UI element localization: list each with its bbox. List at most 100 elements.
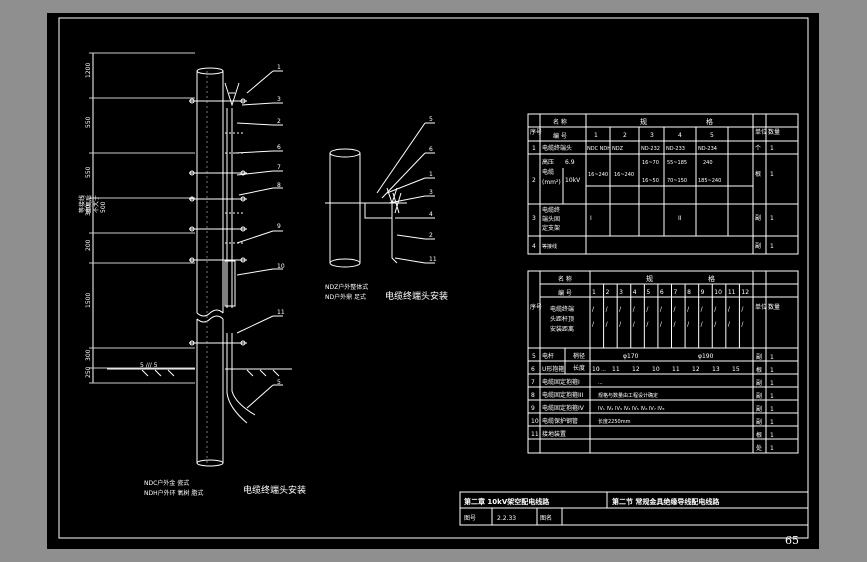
t2-unit-1: 根 [756, 366, 762, 374]
callout-left-5: 5 [277, 379, 281, 386]
mid-pole-bottom [329, 258, 361, 268]
t1-head-model: 编 号 [553, 132, 567, 140]
dim-note: 距离后 [85, 195, 93, 213]
leader-mid-1 [386, 177, 426, 194]
t2-spec-col-1: 1 [592, 289, 596, 296]
callout-left-11: 11 [277, 309, 285, 316]
t1-r2-name-c: (mm²) [542, 179, 561, 186]
t1-head-unit: 单位 [755, 128, 767, 136]
t2-r11-name: 接地装置 [542, 430, 566, 438]
t1-head-name: 名 称 [553, 118, 567, 126]
t2-r0-slash2-6: / [674, 321, 677, 328]
callout-mid-1: 1 [429, 171, 433, 178]
callout-left-9: 9 [277, 223, 281, 230]
t1-r2-sub1: 10kV [565, 177, 581, 184]
caption-line-1: NDC户外金 瓷式 [144, 479, 189, 487]
t1-r3-unit: 副 [755, 214, 761, 222]
mid-pole-top [329, 148, 361, 158]
t2-r8-name: 电缆固定抱箍III [542, 391, 584, 399]
t2-head-spec: 规 [646, 274, 653, 283]
pole-lower [196, 319, 224, 463]
t2-r0-slash2-8: / [701, 321, 704, 328]
t2-qty-2: 1 [770, 380, 774, 387]
table2-frame [527, 270, 799, 454]
leader-left-9 [236, 230, 274, 244]
inner-border [58, 17, 809, 539]
t1-r4-qty: 1 [770, 243, 774, 250]
pole-break-lower [196, 315, 224, 323]
hatch-0 [141, 369, 149, 377]
t1-head-spec2: 格 [706, 117, 713, 126]
t2-qty-3: 1 [770, 393, 774, 400]
tb-figno-label: 图号 [464, 515, 476, 522]
bolt-3 [189, 226, 195, 232]
leader-mid-2 [396, 234, 426, 240]
t2-spec-col-2: 2 [606, 289, 610, 296]
t2-r0-slash-3: / [633, 306, 636, 313]
tb-chapter: 第二章 10kV架空配电线路 [464, 497, 550, 506]
t2-r0-name-2: 安装距离 [550, 325, 574, 333]
bolt-0 [189, 98, 195, 104]
t2-r5-len-6: 13 [712, 366, 720, 373]
t2-r6-name: U形抱箍 [542, 365, 564, 373]
t2-r0-slash-5: / [660, 306, 663, 313]
t2-spec-col-12: 12 [741, 289, 749, 296]
tb-section: 第二节 常规金具绝缘导线配电线路 [612, 497, 720, 506]
bolt-r-4 [240, 257, 246, 263]
t2-r5-len-0: 10 [592, 366, 600, 373]
callout-left-1: 1 [277, 64, 281, 71]
t1-r4-unit: 副 [755, 242, 761, 250]
t1-r4-name: 等接线 [542, 243, 557, 250]
t1-spec-col-5: 5 [710, 132, 714, 139]
t2-r0-slash2-11: / [741, 321, 744, 328]
tb-figname-label: 图名 [540, 514, 552, 522]
t2-r10-name: 电缆保护钢管 [542, 417, 578, 425]
t2-r0-slash-2: / [619, 306, 622, 313]
t1-r2-c2-1: 70~150 [667, 178, 687, 184]
t2-qty-7: 1 [770, 445, 774, 452]
t1-r1-no: 1 [532, 145, 536, 152]
t2-r10-no: 10 [531, 418, 539, 425]
t1-r2-c1-0: 16~70 [642, 160, 659, 166]
mid-caption-1: NDZ户外整体式 [325, 283, 368, 291]
t2-r11-no: 11 [531, 431, 539, 438]
t2-head-model: 编 号 [558, 289, 572, 297]
t2-spec-col-11: 11 [728, 289, 736, 296]
t2-r0-slash-0: / [592, 306, 595, 313]
t2-unit-2: 副 [756, 379, 762, 387]
bolt-4 [189, 257, 195, 263]
t1-r2-name-b: 电缆 [542, 168, 554, 176]
caption-line-2: NDH户外环 氧树 脂式 [144, 489, 203, 497]
t1-r2-merged2: 16~240 [614, 172, 634, 178]
t1-spec-col-1: 1 [594, 132, 598, 139]
t2-r0-slash-9: / [714, 306, 717, 313]
leader-mid-6 [381, 152, 426, 199]
pole-bottom [196, 459, 224, 467]
t1-r1-c1: NDZ [612, 146, 624, 152]
t1-r2-qty: 1 [770, 171, 774, 178]
t2-spec-col-8: 8 [687, 289, 691, 296]
t1-r3-name-0: 电缆终 [542, 206, 560, 214]
cad-drawing: 5 /// 512005505503002001500300250等接线距离后不… [58, 17, 809, 539]
t1-r3-name-1: 端头固 [542, 215, 560, 223]
leader-left-3 [241, 102, 274, 106]
t2-r0-slash-7: / [687, 306, 690, 313]
t2-head-qty: 数量 [768, 303, 780, 311]
t1-r1-unit: 个 [755, 145, 761, 152]
t2-head-seq: 序号 [530, 303, 542, 311]
bolt-1 [189, 170, 195, 176]
t2-r0-slash2-10: / [728, 321, 731, 328]
t2-qty-4: 1 [770, 406, 774, 413]
bolt-r-2 [240, 196, 246, 202]
pole-upper [196, 71, 224, 313]
t2-unit-7: 处 [756, 444, 762, 452]
t1-spec-col-4: 4 [678, 132, 682, 139]
t2-r9-name: 电缆固定抱箍IV [542, 404, 585, 412]
dim-label: 200 [85, 239, 92, 251]
t2-r5-sub0: 梢径 [573, 352, 585, 360]
t2-spec-col-9: 9 [701, 289, 705, 296]
t2-r0-slash2-5: / [660, 321, 663, 328]
bolt-r-0 [240, 98, 246, 104]
callout-mid-5: 5 [429, 116, 433, 123]
t2-r0-slash2-1: / [606, 321, 609, 328]
